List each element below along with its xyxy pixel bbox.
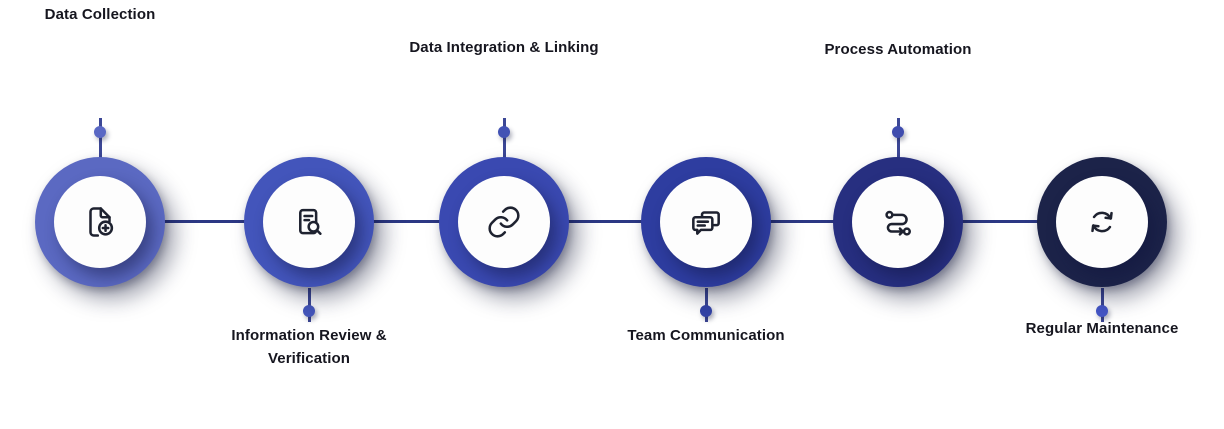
step-2-circle — [244, 157, 374, 287]
step-3-label: Data Integration & Linking — [364, 36, 644, 59]
step-4-circle — [641, 157, 771, 287]
step-6-marker-dot — [1096, 305, 1108, 317]
file-plus-icon — [89, 207, 114, 237]
step-5-label: Process Automation — [758, 38, 1038, 61]
step-5-inner-circle — [852, 176, 944, 268]
step-4-label: Team Communication — [566, 324, 846, 347]
step-2-label: Information Review & Verification — [169, 324, 449, 370]
step-4-marker-dot — [700, 305, 712, 317]
step-5-marker-dot — [892, 126, 904, 138]
link-icon — [488, 206, 520, 238]
step-1-marker-dot — [94, 126, 106, 138]
step-6-circle — [1037, 157, 1167, 287]
step-2-label-line: Information Review & — [231, 327, 387, 344]
route-icon — [885, 210, 911, 236]
step-3-marker-dot — [498, 126, 510, 138]
sync-icon — [1091, 211, 1113, 233]
step-5-circle — [833, 157, 963, 287]
step-2-label-line: Verification — [267, 350, 351, 367]
step-1-inner-circle — [54, 176, 146, 268]
file-search-icon — [299, 208, 322, 235]
step-1-marker-stem — [99, 118, 102, 158]
step-3-inner-circle — [458, 176, 550, 268]
step-5-marker-stem — [897, 118, 900, 158]
step-6-label: Regular Maintenance — [962, 317, 1224, 340]
timeline-connector-line — [100, 220, 1102, 223]
step-5-label-line: Process Automation — [824, 41, 972, 58]
step-1-circle — [35, 157, 165, 287]
step-1-label-line: Data Collection — [44, 6, 156, 23]
step-4-label-line: Team Communication — [627, 327, 785, 344]
step-3-label-line: Data Integration & Linking — [409, 39, 599, 56]
step-6-label-line: Regular Maintenance — [1025, 320, 1179, 337]
step-1-label: Data Collection — [0, 3, 240, 26]
step-2-marker-dot — [303, 305, 315, 317]
step-3-marker-stem — [503, 118, 506, 158]
chat-icon — [692, 211, 720, 235]
step-6-inner-circle — [1056, 176, 1148, 268]
step-3-circle — [439, 157, 569, 287]
step-2-inner-circle — [263, 176, 355, 268]
step-4-inner-circle — [660, 176, 752, 268]
